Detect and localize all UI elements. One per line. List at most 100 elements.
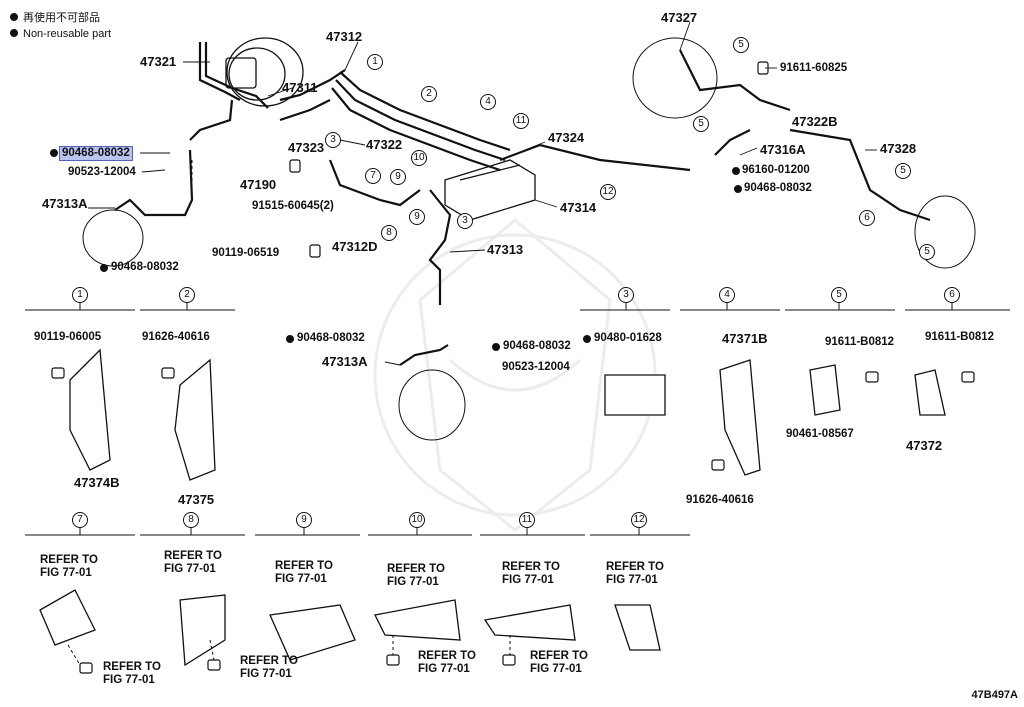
part-label[interactable]: 47190 [240,177,277,192]
refer-line2: FIG 77-01 [418,663,470,675]
callout-3[interactable]: 3 [457,213,473,229]
part-label[interactable]: 47323 [288,140,325,155]
callout-9[interactable]: 9 [390,169,406,185]
part-label[interactable]: 90468-08032 [503,340,571,352]
part-label[interactable]: 90523-12004 [502,361,570,373]
part-label[interactable]: 91515-60645(2) [252,200,334,212]
part-label[interactable]: 47321 [140,54,177,69]
callout-6[interactable]: 6 [859,210,875,226]
part-label[interactable]: 91626-40616 [686,494,754,506]
part-label[interactable]: 47374B [74,475,120,490]
callout-9[interactable]: 9 [409,209,425,225]
part-label[interactable]: 47316A [760,142,806,157]
legend-en: Non-reusable part [10,28,111,41]
callout-4[interactable]: 4 [480,94,496,110]
part-label[interactable]: 47327 [661,10,698,25]
callout-5[interactable]: 5 [895,163,911,179]
part-label[interactable]: 90468-08032 [297,332,365,344]
part-label[interactable]: 47371B [722,331,768,346]
part-label[interactable]: 90480-01628 [594,332,662,344]
section-callout-12[interactable]: 12 [631,512,647,528]
bullet-icon [10,13,18,21]
non-reusable-dot-icon [286,335,294,343]
refer-line2: FIG 77-01 [164,563,216,575]
part-label[interactable]: 47311 [282,80,318,95]
callout-7[interactable]: 7 [365,168,381,184]
part-label[interactable]: 47312 [326,29,363,44]
refer-line1: REFER TO [606,561,664,573]
non-reusable-dot-icon [50,149,58,157]
section-callout-5[interactable]: 5 [831,287,847,303]
refer-line2: FIG 77-01 [387,576,439,588]
section-callout-2[interactable]: 2 [179,287,195,303]
callout-2[interactable]: 2 [421,86,437,102]
section-callout-3[interactable]: 3 [618,287,634,303]
refer-line2: FIG 77-01 [40,567,92,579]
callout-10[interactable]: 10 [411,150,427,166]
part-label[interactable]: 47322B [792,114,838,129]
section-dividers [25,302,1010,536]
part-label[interactable]: 47313A [42,196,88,211]
part-label[interactable]: 47313A [322,354,368,369]
section-callout-9[interactable]: 9 [296,512,312,528]
part-label[interactable]: 47324 [548,130,585,145]
callout-12[interactable]: 12 [600,184,616,200]
refer-line2: FIG 77-01 [606,574,658,586]
section-callout-8[interactable]: 8 [183,512,199,528]
non-reusable-dot-icon [732,167,740,175]
part-label[interactable]: 47322 [366,137,403,152]
part-label[interactable]: 90468-08032 [111,261,179,273]
callout-8[interactable]: 8 [381,225,397,241]
part-label[interactable]: 47375 [178,492,215,507]
part-label[interactable]: 90461-08567 [786,428,854,440]
callout-1[interactable]: 1 [367,54,383,70]
master-cylinder [225,37,304,107]
section-callout-6[interactable]: 6 [944,287,960,303]
callout-3[interactable]: 3 [325,132,341,148]
refer-line1: REFER TO [502,561,560,573]
part-label-highlighted[interactable]: 90468-08032 [59,146,133,161]
part-label[interactable]: 90523-12004 [68,166,136,178]
refer-line1: REFER TO [40,554,98,566]
part-label[interactable]: 91611-B0812 [925,331,995,343]
part-label[interactable]: 96160-01200 [742,164,810,176]
label-leaders [88,21,877,366]
refer-line1: REFER TO [103,661,161,673]
callout-11[interactable]: 11 [513,113,529,129]
wheel-outlines [82,37,976,441]
bullet-icon [10,29,18,37]
part-label[interactable]: 47328 [880,141,917,156]
part-label[interactable]: 90119-06005 [34,331,102,343]
part-label[interactable]: 90119-06519 [212,247,280,259]
part-label[interactable]: 91611-60825 [780,62,848,74]
section-callout-4[interactable]: 4 [719,287,735,303]
section-callout-10[interactable]: 10 [409,512,425,528]
callout-5[interactable]: 5 [733,37,749,53]
refer-line1: REFER TO [530,650,588,662]
part-label[interactable]: 47312D [332,239,378,254]
dashed-leaders [67,160,511,666]
part-label[interactable]: 91626-40616 [142,331,210,343]
part-label[interactable]: 47314 [560,200,597,215]
part-label[interactable]: 90468-08032 [744,182,812,194]
callout-5[interactable]: 5 [919,244,935,260]
section-callout-11[interactable]: 11 [519,512,535,528]
part-label[interactable]: 47313 [487,242,524,257]
part-label[interactable]: 91611-B0812 [825,336,895,348]
callout-5[interactable]: 5 [693,116,709,132]
refer-line2: FIG 77-01 [530,663,582,675]
part-label[interactable]: 47372 [906,438,943,453]
section-callout-1[interactable]: 1 [72,287,88,303]
section-callout-7[interactable]: 7 [72,512,88,528]
clamp-drawings [39,348,946,667]
